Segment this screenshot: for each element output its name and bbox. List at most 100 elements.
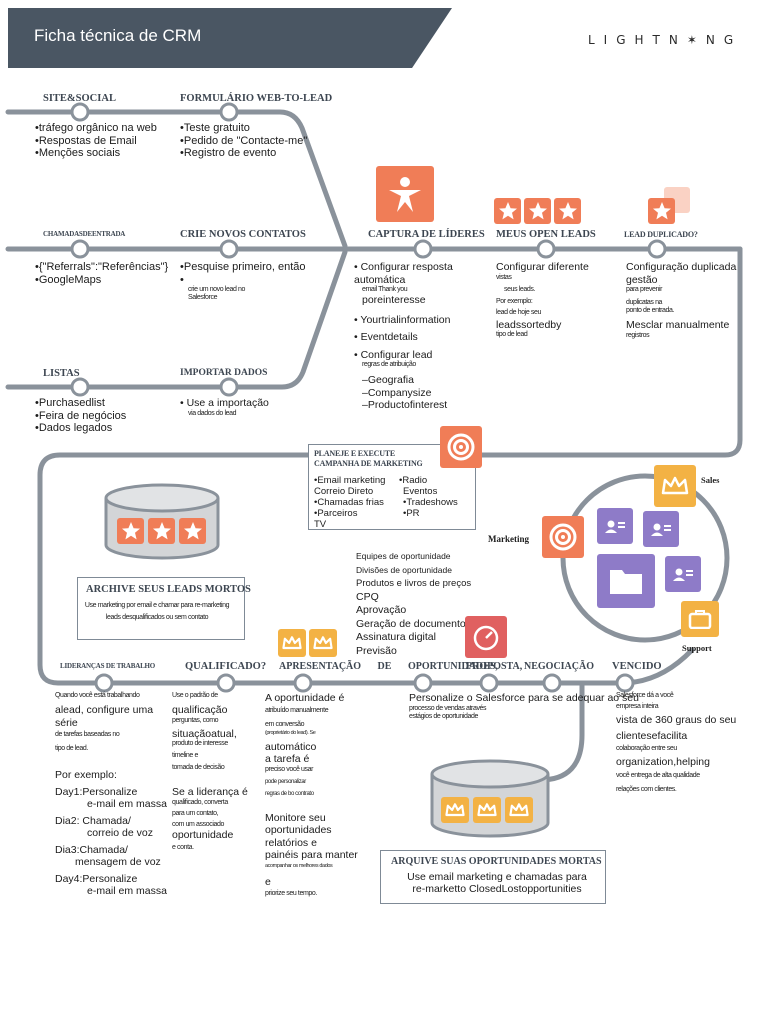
trabalho-line: alead, configure uma série: [55, 704, 154, 729]
briefcase-icon: [681, 601, 719, 637]
day-line: Day4:Personalize: [55, 872, 138, 885]
crie-list: Pesquise primeiro, então crie um novo le…: [180, 261, 306, 302]
duplicado-note: ponto de entrada.: [626, 307, 675, 314]
list-item: Correio Direto: [314, 486, 374, 497]
archive-leads-title: ARCHIVE SEUS LEADS MORTOS: [86, 584, 251, 595]
station-apresentacao: [293, 673, 313, 693]
list-item: Feira de negócios: [35, 410, 126, 423]
captura-item4: • Configurar lead: [354, 348, 433, 361]
list-item: tráfego orgânico na web: [35, 122, 157, 135]
station-oportunidades: [413, 673, 433, 693]
qualificado-note: perguntas, como: [172, 716, 219, 724]
list-item-text: Radio: [402, 475, 428, 486]
captura-item2-text: Yourtrialinformation: [360, 313, 451, 326]
meus-open-title: MEUS OPEN LEADS: [496, 229, 596, 240]
qualificado-line: Se a liderança é: [172, 786, 248, 798]
list-item: Previsão: [356, 644, 397, 657]
negociacao-title: NEGOCIAÇÃO: [524, 661, 595, 672]
apresentacao-note: preciso você usar: [265, 765, 314, 773]
proposta-title: PROPOSTA,: [466, 661, 523, 672]
list-item: •Tradeshows: [403, 497, 458, 508]
list-item-text: Email marketing: [317, 475, 386, 486]
crown-icon: [278, 629, 306, 657]
qualificado-note: Use o padrão de: [172, 692, 218, 699]
trabalho-note: tipo de lead.: [55, 745, 88, 752]
captura-item2: • Yourtrialinformation: [354, 313, 451, 326]
vencido-note: colaboração entre seu: [616, 745, 677, 752]
day-line: mensagem de voz: [75, 856, 161, 868]
campanha-col1: •Email marketing Correio Direto •Chamada…: [314, 475, 399, 530]
station-vencido: [615, 673, 635, 693]
archive-leads-panel: [77, 577, 245, 640]
meus-open-text: Configurar diferente vistas seus leads. …: [496, 261, 616, 339]
list-item: Respostas de Email: [35, 135, 157, 148]
importar-item-text: Use a importação: [186, 397, 269, 409]
apresentacao-note: regras de bo contrato: [265, 790, 314, 797]
list-item: Pesquise primeiro, então: [180, 261, 306, 274]
contact-card-icon: [665, 556, 701, 592]
negociacao-text: Personalize o Salesforce para se adequar…: [409, 692, 639, 721]
negociacao-note: estágios de oportunidade: [409, 712, 479, 720]
target-icon: [440, 426, 482, 468]
hub-sales-label: Sales: [701, 475, 720, 485]
importar-text: • Use a importação via dados do lead: [180, 397, 269, 418]
star-icon: [494, 198, 521, 224]
list-item: Assinatura digital: [356, 631, 436, 643]
crown-icon: [309, 629, 337, 657]
vencido-note: você entrega de alta qualidade: [616, 771, 700, 779]
station-importar: [219, 377, 239, 397]
list-item: •PR: [403, 508, 420, 519]
list-item: •Radio: [399, 475, 428, 486]
archive-leads-note: Use marketing por email e chamar para re…: [84, 602, 230, 621]
duplicado-line: gestão: [626, 273, 658, 286]
archive-opps-line: Use email marketing e chamadas para: [407, 871, 587, 883]
site-social-list: tráfego orgânico na web Respostas de Ema…: [35, 122, 157, 160]
day-line: Dia2: Chamada/: [55, 814, 131, 827]
list-item: •Chamadas frias: [314, 497, 384, 508]
duplicado-text: Configuração duplicada gestão para preve…: [626, 261, 756, 340]
station-formulario: [219, 102, 239, 122]
station-liderancas: [94, 673, 114, 693]
list-item: Teste gratuito: [180, 122, 307, 135]
duplicado-note: registros: [626, 331, 650, 339]
crown-icon: [441, 797, 469, 823]
qualificado-note: e conta.: [172, 844, 194, 851]
qualificado-title: QUALIFICADO?: [185, 661, 267, 672]
page-title: Ficha técnica de CRM: [34, 26, 202, 45]
day-line: e-mail em massa: [87, 885, 167, 897]
apresentacao-line: relatórios e: [265, 836, 317, 849]
apresentacao-note: acompanhar os melhores dados: [265, 862, 333, 869]
qualificado-line: oportunidade: [172, 828, 234, 841]
apresentacao-note: pode personalizar: [265, 778, 306, 785]
gauge-icon: [465, 616, 507, 658]
archive-opps-line: re-marketto ClosedLostopportunities: [412, 883, 582, 895]
list-item: Produtos e livros de preços: [356, 578, 472, 589]
apresentacao-line: oportunidades: [265, 824, 332, 836]
person-icon: [376, 166, 434, 222]
star-icon: [117, 518, 144, 544]
duplicado-line: Configuração duplicada: [626, 261, 737, 273]
listas-title: LISTAS: [43, 368, 80, 379]
station-duplicado: [647, 239, 667, 259]
star-icon: [524, 198, 551, 224]
hub-marketing-label: Marketing: [488, 534, 529, 544]
header-bar: [8, 8, 452, 68]
captura-text: • Configurar resposta automática email T…: [354, 261, 504, 412]
negociacao-note: processo de vendas através: [409, 704, 487, 712]
qualificado-text: Use o padrão de qualificação perguntas, …: [172, 692, 262, 852]
importar-note: via dados do lead: [188, 409, 237, 417]
apresentacao-line: painéis para manter: [265, 849, 358, 861]
contact-card-icon: [643, 511, 679, 547]
duplicado-line: Mesclar manualmente: [626, 319, 730, 331]
list-item: TV: [314, 519, 327, 530]
station-site-social: [70, 102, 90, 122]
list-item: •Parceiros: [314, 508, 358, 519]
qualificado-note: qualificado, converta: [172, 798, 228, 806]
day-line: e-mail em massa: [87, 798, 167, 810]
vencido-title: VENCIDO: [612, 661, 662, 672]
star-icon: [648, 198, 675, 224]
vencido-note: empresa inteira: [616, 703, 659, 710]
trabalho-text: Quando você está trabalhando alead, conf…: [55, 692, 175, 898]
meus-open-note: seus leads.: [504, 285, 536, 293]
qualificado-note: tomada de decisão: [172, 764, 225, 771]
